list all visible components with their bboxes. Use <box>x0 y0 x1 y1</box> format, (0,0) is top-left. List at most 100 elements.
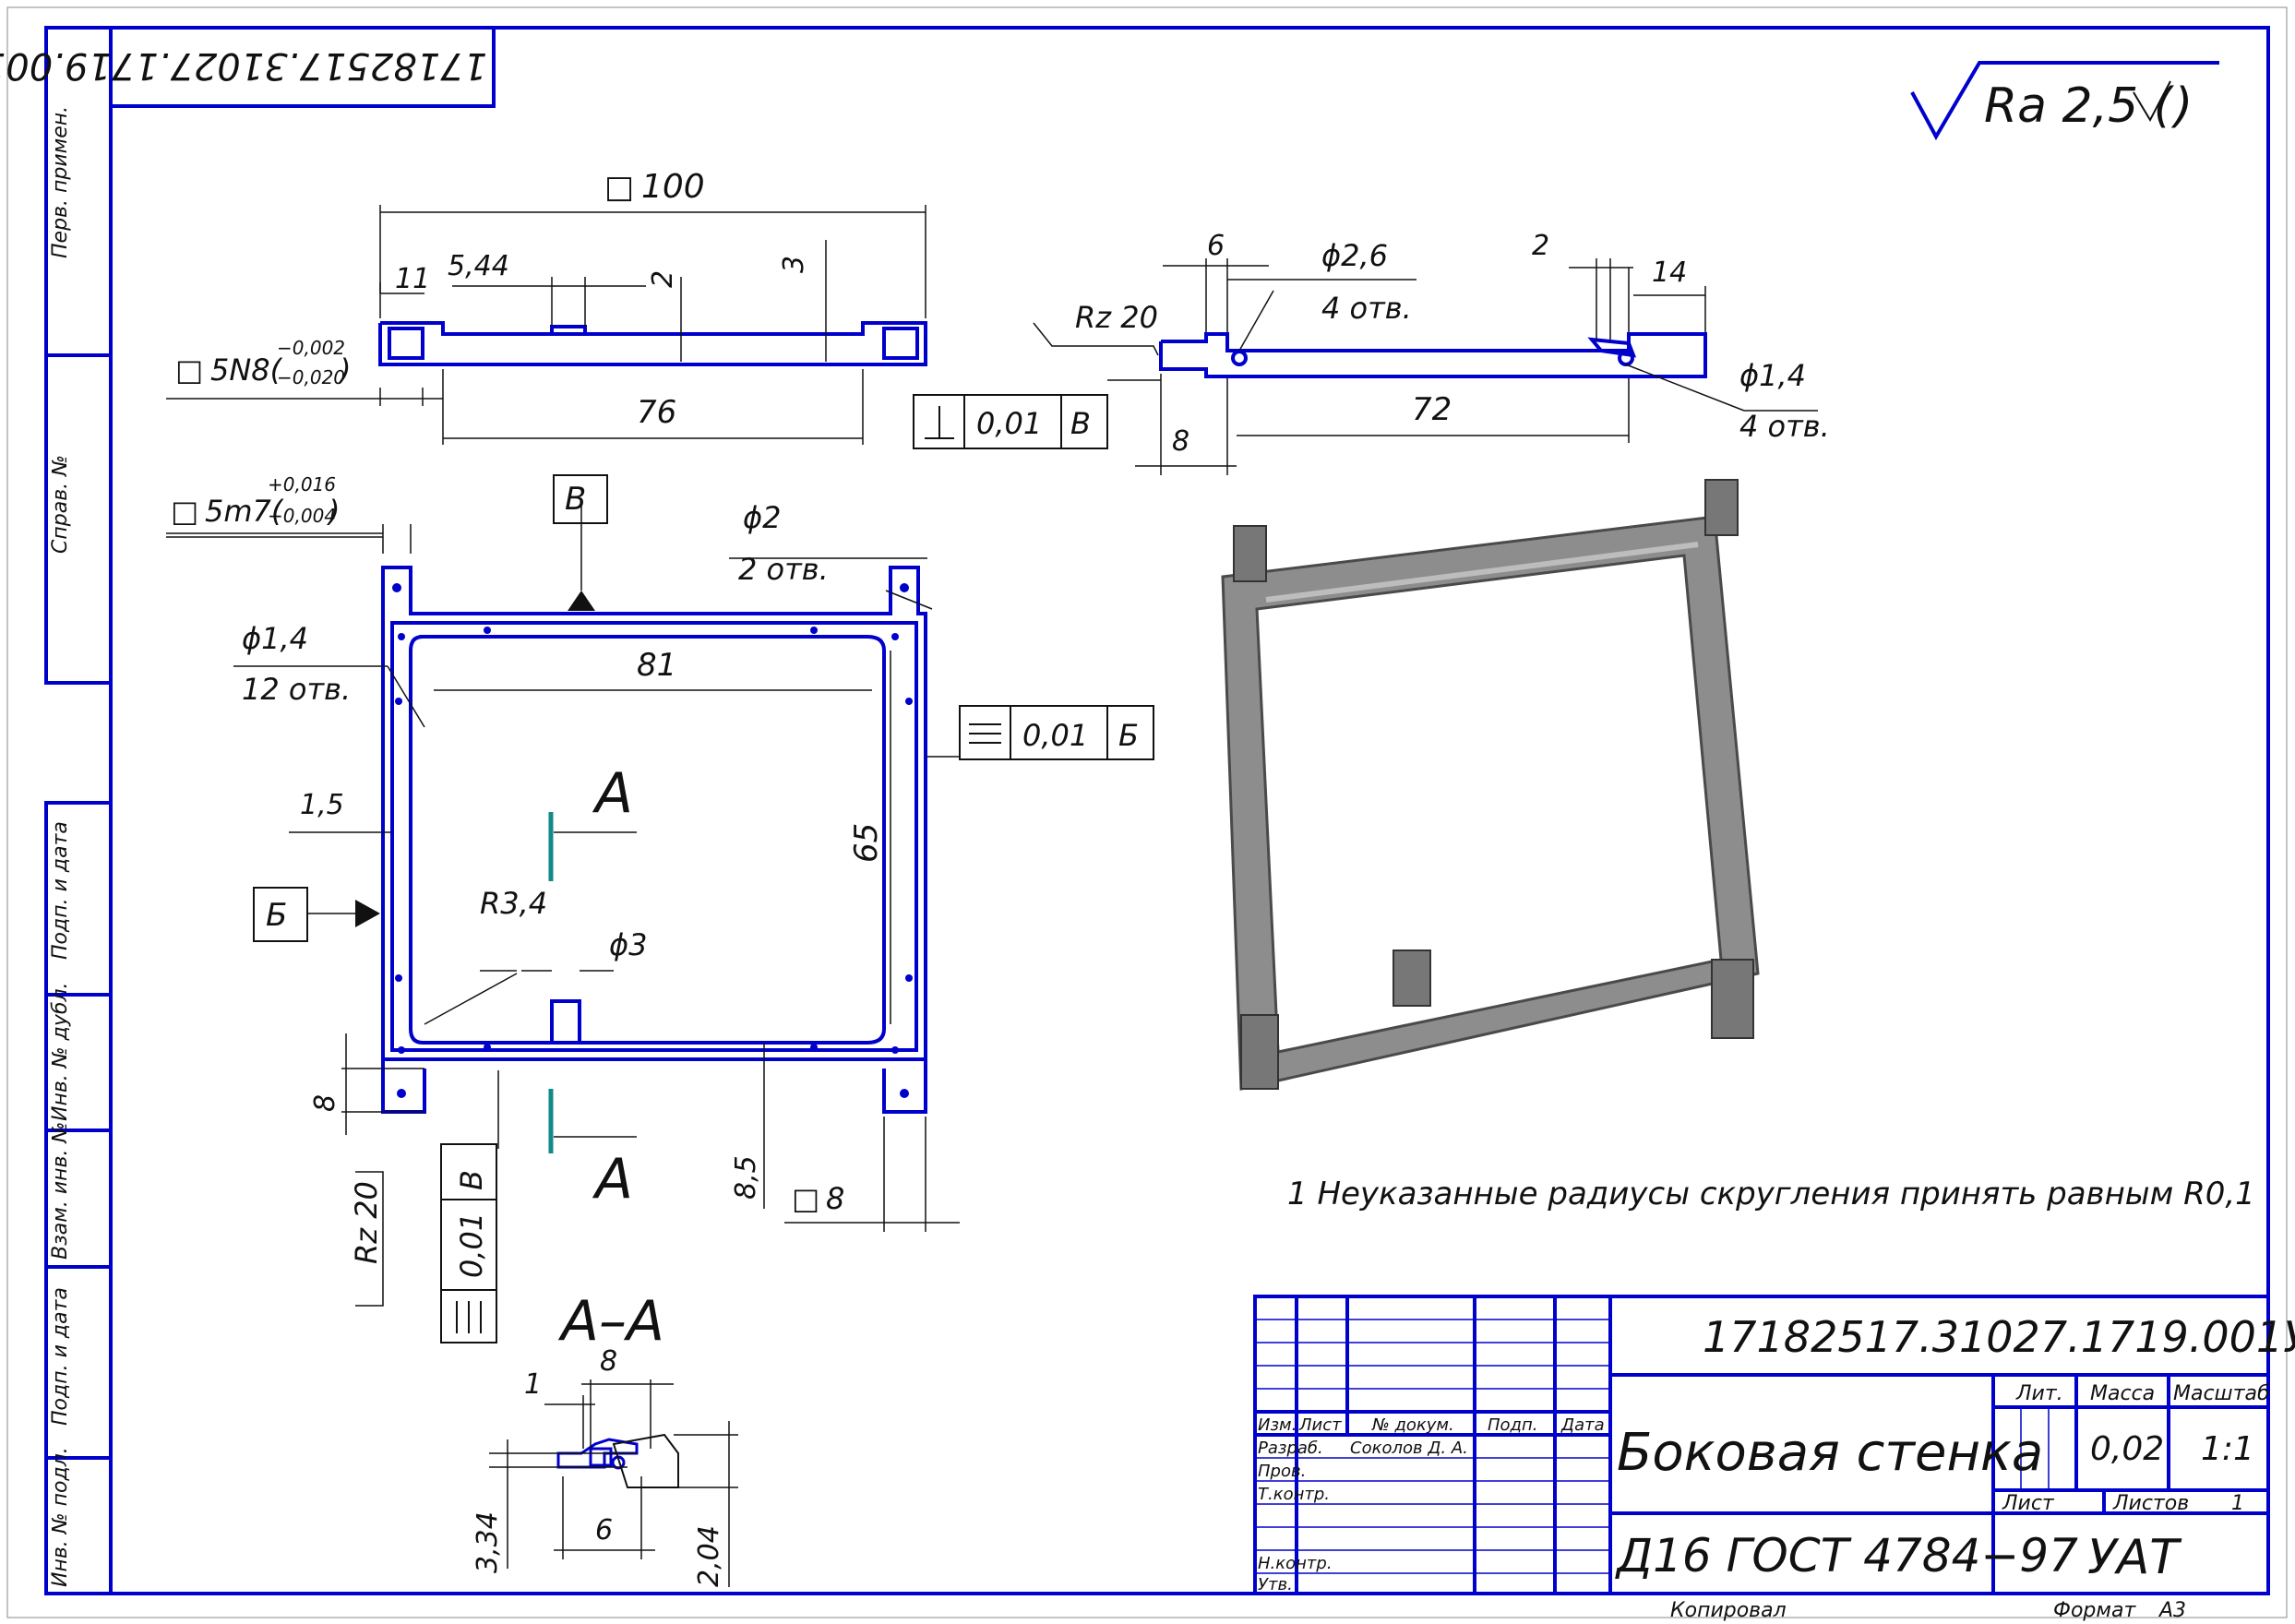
section-dim-8: 8 <box>600 1345 617 1378</box>
tb-role-check: Пров. <box>1258 1462 1306 1481</box>
tb-sheet-label: Лист <box>2002 1492 2055 1515</box>
top-dim-76: 76 <box>637 394 676 431</box>
view-right: 6 ϕ2,6 4 отв. 2 14 Rz 20 0,01 В 8 72 ϕ1,… <box>913 230 1830 475</box>
tb-role-appr: Утв. <box>1258 1575 1293 1594</box>
svg-text:): ) <box>327 494 340 529</box>
top-dim-544: 5,44 <box>448 250 509 282</box>
main-dim-81: 81 <box>637 647 676 684</box>
main-hole-top-dia: ϕ2 <box>743 500 781 535</box>
tb-org: УАТ <box>2087 1530 2182 1585</box>
roughness-general-text: Ra 2,5 ( <box>1984 78 2175 134</box>
main-datum-v: В <box>565 481 586 518</box>
top-fit-main: 5N8( <box>210 352 283 388</box>
side-label-podp1: Подп. и дата <box>49 821 72 960</box>
main-par-base: Б <box>1118 718 1139 753</box>
tb-developer: Соколов Д. А. <box>1350 1439 1468 1458</box>
svg-text:□: □ <box>604 169 634 206</box>
right-perp-tol: 0,01 <box>976 406 1042 441</box>
right-hole2-dia: ϕ1,4 <box>1739 358 1806 393</box>
tb-mass-label: Масса <box>2090 1382 2155 1405</box>
main-hole-top-cnt: 2 отв. <box>738 552 829 587</box>
right-perp-base: В <box>1070 406 1091 441</box>
top-code-rotated: 17182517.31027.1719.001У <box>0 44 487 87</box>
right-dim-72: 72 <box>1412 391 1452 428</box>
main-rz: Rz 20 <box>349 1181 384 1264</box>
side-strip <box>44 26 113 1595</box>
side-label-podp2: Подп. и дата <box>49 1287 72 1426</box>
tb-col-date: Дата <box>1560 1415 1605 1435</box>
main-dim-phi3: ϕ3 <box>609 927 647 962</box>
side-labels: Перв. примен. Справ. № Подп. и дата Инв.… <box>49 106 72 1587</box>
main-hole-side-cnt: 12 отв. <box>242 672 351 707</box>
svg-text:□: □ <box>792 1181 819 1216</box>
main-datum-b: Б <box>266 897 287 934</box>
tb-role-dev: Разраб. <box>1258 1439 1323 1458</box>
right-dim-14: 14 <box>1652 257 1687 289</box>
top-fit-upper: −0,002 <box>277 337 345 359</box>
tb-role-tcontr: Т.контр. <box>1258 1485 1330 1504</box>
roughness-general: Ra 2,5 ( ) <box>1910 61 2219 141</box>
tb-format: А3 <box>2158 1599 2186 1622</box>
right-dim-2: 2 <box>1532 230 1549 262</box>
side-label-sprav: Справ. № <box>49 455 72 554</box>
side-label-podl: Инв. № подл. <box>49 1447 72 1587</box>
right-hole2-cnt: 4 отв. <box>1739 409 1830 444</box>
view-main: □ 5m7( +0,016 +0,004 ) В ϕ2 2 отв. ϕ1,4 … <box>166 473 1154 1343</box>
note-text: 1 Неуказанные радиусы скругления принять… <box>1287 1176 2255 1212</box>
tb-mass: 0,02 <box>2090 1430 2164 1468</box>
main-par-tol: 0,01 <box>1022 718 1088 753</box>
tb-lit-label: Лит. <box>2015 1382 2063 1405</box>
main-perp-tol: 0,01 <box>454 1212 489 1278</box>
main-dim-15: 1,5 <box>300 789 344 821</box>
tb-sheets: 1 <box>2231 1492 2244 1515</box>
frame-3d-render <box>1221 479 1760 1091</box>
section-title: А–А <box>557 1289 664 1354</box>
svg-text:□: □ <box>171 494 198 529</box>
main-dim-65: 65 <box>848 823 885 863</box>
side-label-dubl: Инв. № дубл. <box>49 982 72 1121</box>
tb-material: Д16 ГОСТ 4784−97 <box>1615 1529 2078 1582</box>
svg-text:): ) <box>2170 78 2193 134</box>
title-block: 17182517.31027.1719.001У Боковая стенка … <box>1253 1295 2295 1622</box>
top-dim-3: 3 <box>778 256 810 273</box>
side-label-perv: Перв. примен. <box>49 106 72 258</box>
main-section-letter-top: А <box>592 761 633 826</box>
main-hole-side-dia: ϕ1,4 <box>242 621 308 656</box>
tb-col-izm: Изм. <box>1258 1415 1297 1435</box>
section-dim-204: 2,04 <box>693 1525 725 1587</box>
main-dim-8: 8 <box>309 1094 341 1112</box>
top-code-box <box>109 26 496 108</box>
tb-role-ncontr: Н.контр. <box>1258 1554 1333 1573</box>
main-fit-main: 5m7( <box>205 494 284 529</box>
main-fit-upper: +0,016 <box>268 473 336 496</box>
tb-col-doc: № докум. <box>1371 1415 1454 1435</box>
main-dim-sq8: 8 <box>826 1181 844 1216</box>
right-rz: Rz 20 <box>1075 300 1158 335</box>
side-label-vzam: Взам. инв. № <box>49 1122 72 1260</box>
top-dim-11: 11 <box>395 263 430 295</box>
tb-format-label: Формат <box>2053 1599 2136 1622</box>
right-hole-cnt: 4 отв. <box>1321 291 1412 326</box>
svg-text:□: □ <box>175 352 203 388</box>
svg-text:): ) <box>338 352 351 388</box>
tb-code: 17182517.31027.1719.001У <box>1703 1312 2295 1362</box>
main-fit-lower: +0,004 <box>268 505 336 527</box>
tb-name: Боковая стенка <box>1617 1423 2043 1483</box>
tb-scale: 1:1 <box>2201 1430 2254 1468</box>
right-dim-6: 6 <box>1207 230 1225 262</box>
main-section-letter-bottom: А <box>592 1147 633 1212</box>
outer-frame <box>6 6 2288 1618</box>
main-dim-85: 8,5 <box>730 1155 762 1200</box>
section-aa: А–А 8 1 6 3,34 2,04 <box>472 1289 738 1587</box>
section-dim-6: 6 <box>595 1514 613 1546</box>
main-radius: R3,4 <box>480 886 547 921</box>
top-fit-lower: −0,020 <box>277 366 345 388</box>
top-dim-2: 2 <box>647 270 679 288</box>
tb-sheets-label: Листов <box>2112 1492 2189 1515</box>
view-top: □ 100 11 5,44 2 3 76 □ 5N8( −0,002 −0,02… <box>166 168 927 445</box>
tb-col-sign: Подп. <box>1488 1415 1537 1435</box>
tb-copied: Копировал <box>1670 1599 1787 1622</box>
section-dim-334: 3,34 <box>472 1511 504 1573</box>
tb-col-list: Лист <box>1298 1415 1342 1435</box>
